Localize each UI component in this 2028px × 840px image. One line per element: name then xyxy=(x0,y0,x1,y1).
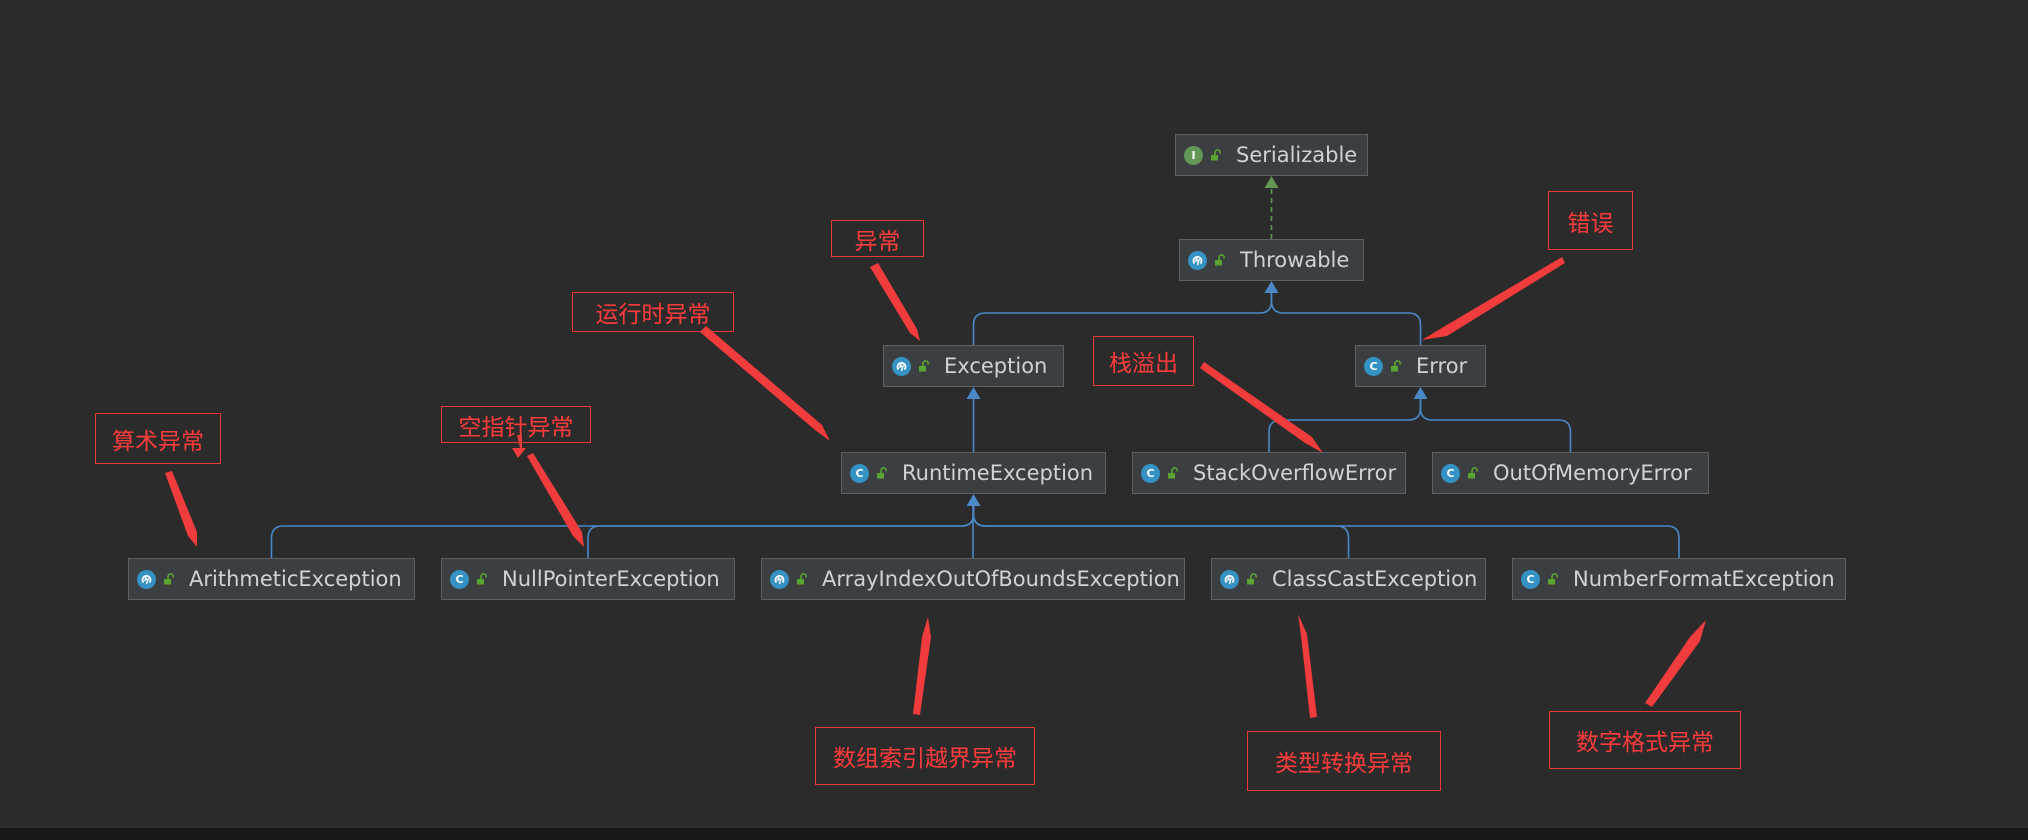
unlock-icon xyxy=(164,573,174,585)
annotation-array-index: 数组索引越界异常 xyxy=(815,727,1035,785)
node-label: NumberFormatException xyxy=(1573,567,1835,591)
annotation-arithmetic: 算术异常 xyxy=(95,413,221,464)
node-label: Serializable xyxy=(1236,143,1358,167)
node-class-cast-exception[interactable]: ClassCastException xyxy=(1211,558,1486,600)
unlock-icon xyxy=(477,573,487,585)
annotation-error: 错误 xyxy=(1548,191,1633,250)
annotation-runtime-exception: 运行时异常 xyxy=(572,292,734,332)
arrowhead-runtime_exception-extends xyxy=(966,494,981,506)
node-label: Error xyxy=(1416,354,1468,378)
node-serializable[interactable]: I Serializable xyxy=(1175,134,1368,176)
edge-arithmetic_exception-to-runtime_exception xyxy=(270,506,975,558)
node-label: ClassCastException xyxy=(1272,567,1478,591)
node-label: OutOfMemoryError xyxy=(1493,461,1692,485)
abstract-class-icon xyxy=(770,569,789,589)
node-label: ArrayIndexOutOfBoundsException xyxy=(822,567,1180,591)
unlock-icon xyxy=(1468,467,1478,479)
node-null-pointer-exception[interactable]: C NullPointerException xyxy=(441,558,735,600)
unlock-icon xyxy=(1548,573,1558,585)
node-runtime-exception[interactable]: C RuntimeException xyxy=(841,452,1106,494)
class-icon: C xyxy=(1364,356,1383,376)
class-icon: C xyxy=(1141,463,1160,483)
arrowhead-exception-extends xyxy=(966,387,981,399)
unlock-icon xyxy=(797,573,807,585)
arrowhead-throwable-extends xyxy=(1264,281,1279,293)
window-bottom-bar xyxy=(0,828,2028,840)
node-exception[interactable]: Exception xyxy=(883,345,1064,387)
node-label: StackOverflowError xyxy=(1193,461,1397,485)
abstract-class-icon xyxy=(1188,250,1207,270)
node-label: Exception xyxy=(944,354,1048,378)
edge-exception-to-throwable xyxy=(972,293,1273,345)
class-icon: C xyxy=(450,569,469,589)
node-label: ArithmeticException xyxy=(189,567,402,591)
node-throwable[interactable]: Throwable xyxy=(1179,239,1364,281)
class-icon: C xyxy=(1441,463,1460,483)
abstract-class-icon xyxy=(892,356,911,376)
node-label: NullPointerException xyxy=(502,567,720,591)
edge-out_of_memory_error-to-error xyxy=(1419,399,1572,452)
edge-class_cast_exception-to-runtime_exception xyxy=(972,506,1350,558)
edge-stack_overflow_error-to-error xyxy=(1268,399,1422,452)
annotation-number-format: 数字格式异常 xyxy=(1549,711,1741,769)
node-label: RuntimeException xyxy=(902,461,1094,485)
node-arithmetic-exception[interactable]: ArithmeticException xyxy=(128,558,415,600)
arrowhead-serializable-implements xyxy=(1264,176,1279,188)
node-out-of-memory-error[interactable]: C OutOfMemoryError xyxy=(1432,452,1709,494)
arrowhead-error-extends xyxy=(1413,387,1428,399)
edge-error-to-throwable xyxy=(1270,293,1422,345)
annotation-class-cast: 类型转换异常 xyxy=(1247,731,1441,791)
unlock-icon xyxy=(1168,467,1178,479)
class-icon: C xyxy=(1521,569,1540,589)
annotation-null-pointer: 空指针异常 xyxy=(441,406,591,443)
annotation-exception: 异常 xyxy=(831,220,924,257)
node-array-index-out-of-bounds-exception[interactable]: ArrayIndexOutOfBoundsException xyxy=(761,558,1185,600)
unlock-icon xyxy=(1391,360,1401,372)
abstract-class-icon xyxy=(137,569,156,589)
node-number-format-exception[interactable]: C NumberFormatException xyxy=(1512,558,1846,600)
edge-number_format_exception-to-runtime_exception xyxy=(972,506,1680,558)
unlock-icon xyxy=(1215,254,1225,266)
abstract-class-icon xyxy=(1220,569,1239,589)
annotation-stack-overflow: 栈溢出 xyxy=(1093,336,1194,386)
unlock-icon xyxy=(877,467,887,479)
unlock-icon xyxy=(1211,149,1221,161)
class-icon: C xyxy=(850,463,869,483)
node-label: Throwable xyxy=(1240,248,1350,272)
edge-null_pointer_exception-to-runtime_exception xyxy=(587,506,975,558)
node-error[interactable]: C Error xyxy=(1355,345,1486,387)
unlock-icon xyxy=(1247,573,1257,585)
unlock-icon xyxy=(919,360,929,372)
node-stack-overflow-error[interactable]: C StackOverflowError xyxy=(1132,452,1406,494)
interface-icon: I xyxy=(1184,145,1203,165)
